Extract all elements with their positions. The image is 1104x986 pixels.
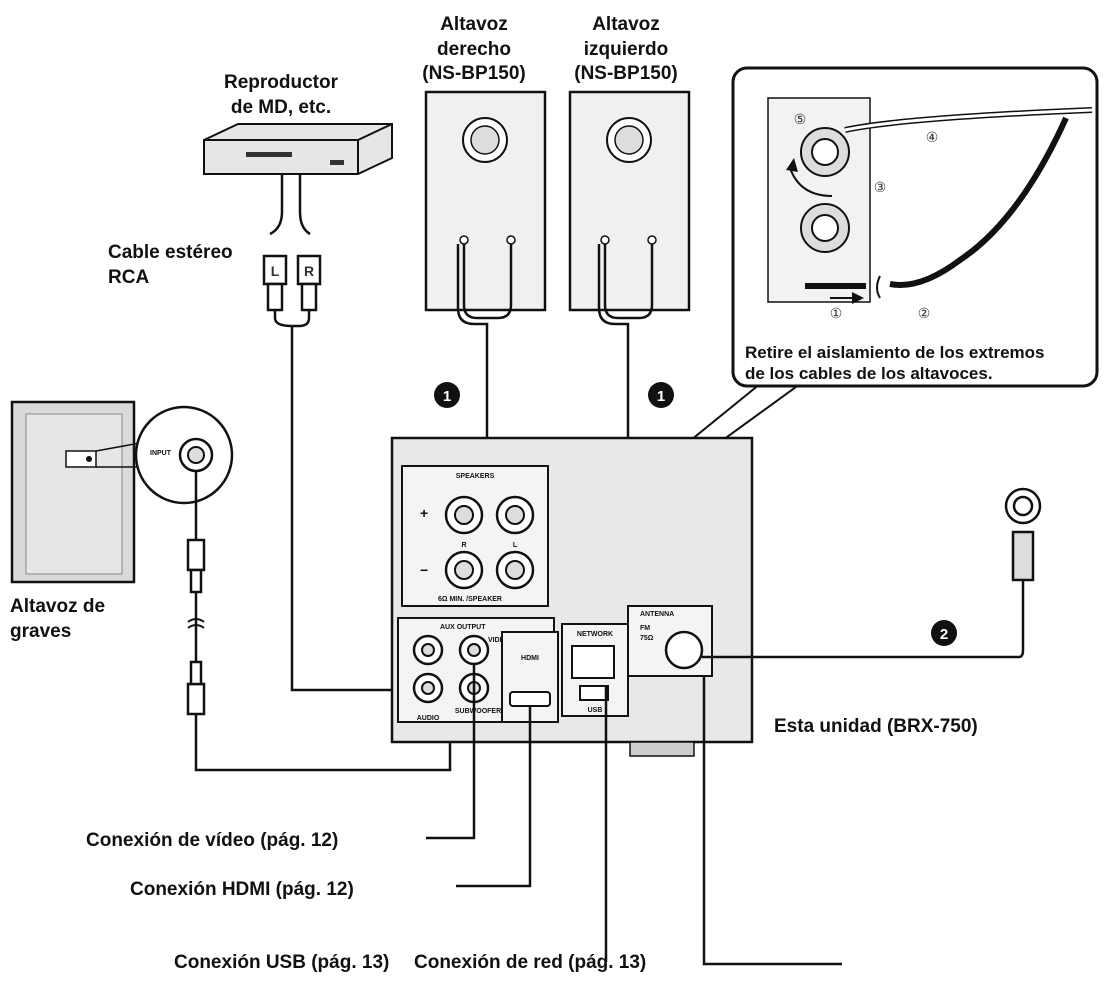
svg-text:L: L <box>513 542 518 549</box>
step-2: ② <box>918 305 931 321</box>
svg-text:75Ω: 75Ω <box>640 635 654 642</box>
badge-1-left: 1 <box>434 382 460 408</box>
svg-text:Altavoz: Altavoz <box>592 14 660 35</box>
svg-text:graves: graves <box>10 621 71 642</box>
network-connection-label: Conexión de red (pág. 13) <box>414 952 646 973</box>
svg-text:R: R <box>461 542 466 549</box>
svg-text:HDMI: HDMI <box>521 655 539 662</box>
svg-text:(NS-BP150): (NS-BP150) <box>422 63 525 84</box>
svg-text:AUX OUTPUT: AUX OUTPUT <box>440 624 486 631</box>
md-player <box>203 123 393 175</box>
svg-text:NETWORK: NETWORK <box>577 631 613 638</box>
svg-text:1: 1 <box>657 388 665 405</box>
fm-antenna <box>702 487 1042 659</box>
svg-text:INPUT: INPUT <box>150 450 172 457</box>
unit-label: Esta unidad (BRX-750) <box>774 716 978 737</box>
main-unit: SPEAKERS 6Ω MIN. /SPEAKER + − R L AUX OU… <box>390 436 754 757</box>
subwoofer-label: Altavoz de graves <box>10 596 105 642</box>
svg-text:6Ω MIN. /SPEAKER: 6Ω MIN. /SPEAKER <box>438 596 502 603</box>
svg-text:1: 1 <box>443 388 451 405</box>
rca-cable <box>262 174 398 692</box>
connection-lines <box>426 664 842 966</box>
video-connection-label: Conexión de vídeo (pág. 12) <box>86 830 338 851</box>
speaker-right-label: Altavoz derecho (NS-BP150) <box>422 14 525 84</box>
md-player-label: Reproductor de MD, etc. <box>224 72 339 118</box>
callout-text-2: de los cables de los altavoces. <box>745 364 993 383</box>
svg-text:Reproductor: Reproductor <box>224 72 339 93</box>
plug-r-label: R <box>304 263 314 279</box>
callout-text-1: Retire el aislamiento de los extremos <box>745 343 1045 362</box>
step-5: ⑤ <box>794 111 807 127</box>
svg-text:VIDEO: VIDEO <box>488 637 510 644</box>
svg-text:RCA: RCA <box>108 267 149 288</box>
badge-1-right: 1 <box>648 382 674 408</box>
svg-text:ANTENNA: ANTENNA <box>640 611 674 618</box>
speaker-right <box>424 90 547 312</box>
svg-text:FM: FM <box>640 625 650 632</box>
svg-text:AUDIO: AUDIO <box>417 715 440 722</box>
svg-text:SPEAKERS: SPEAKERS <box>456 473 495 480</box>
svg-text:derecho: derecho <box>437 39 511 60</box>
speaker-left <box>568 90 691 312</box>
svg-text:SUBWOOFER: SUBWOOFER <box>455 708 501 715</box>
subwoofer-cable <box>186 471 452 772</box>
svg-text:+: + <box>420 505 428 521</box>
svg-text:(NS-BP150): (NS-BP150) <box>574 63 677 84</box>
rca-cable-label: Cable estéreo RCA <box>108 242 233 288</box>
step-1: ① <box>830 305 843 321</box>
speaker-left-label: Altavoz izquierdo (NS-BP150) <box>574 14 677 84</box>
usb-connection-label: Conexión USB (pág. 13) <box>174 952 389 973</box>
step-3: ③ <box>874 179 887 195</box>
plug-l-label: L <box>271 263 280 279</box>
svg-text:USB: USB <box>588 707 603 714</box>
speaker-wires <box>456 244 654 542</box>
hdmi-connection-label: Conexión HDMI (pág. 12) <box>130 879 354 900</box>
svg-text:de MD, etc.: de MD, etc. <box>231 97 331 118</box>
svg-text:Cable estéreo: Cable estéreo <box>108 242 233 263</box>
svg-text:Altavoz de: Altavoz de <box>10 596 105 617</box>
step-4: ④ <box>926 129 939 145</box>
badge-2: 2 <box>931 620 957 646</box>
svg-text:−: − <box>420 562 428 578</box>
subwoofer: INPUT <box>10 400 234 584</box>
svg-text:izquierdo: izquierdo <box>584 39 668 60</box>
svg-text:Altavoz: Altavoz <box>440 14 508 35</box>
svg-text:2: 2 <box>940 626 948 643</box>
